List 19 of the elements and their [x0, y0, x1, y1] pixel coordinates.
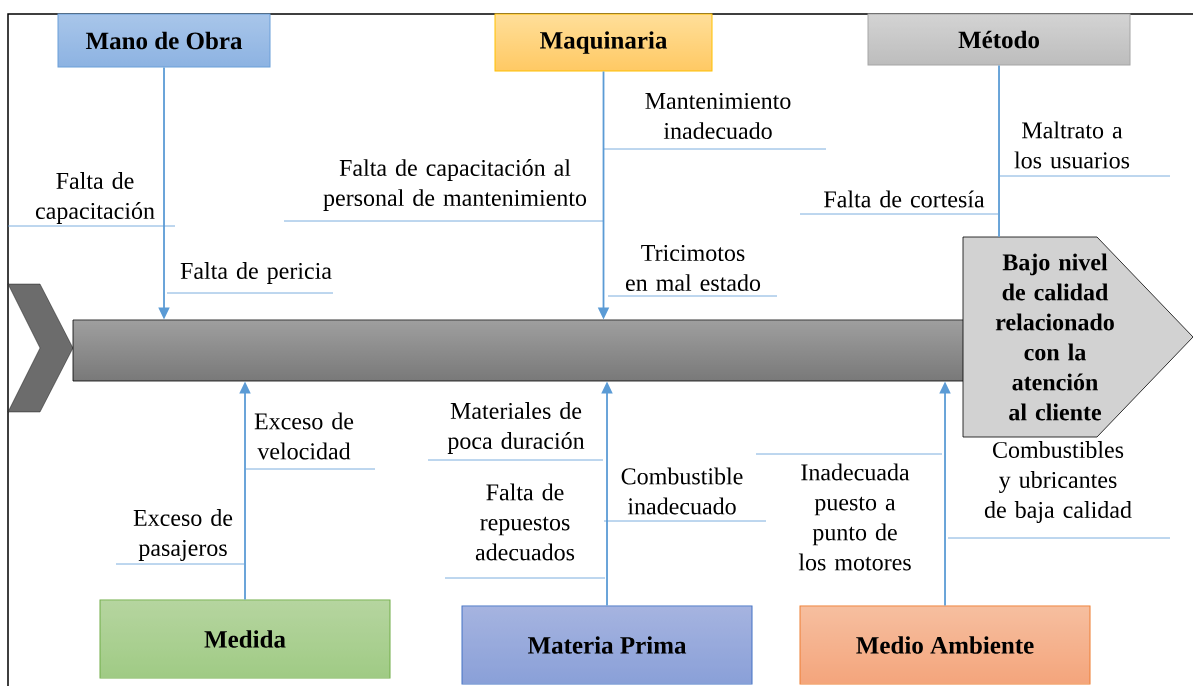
- cause-label: Falta de pericia: [166, 262, 334, 294]
- cause-label: Falta de capacitación: [7, 172, 176, 227]
- cause-label: Combustibles y ubricantes de baja calidad: [947, 441, 1171, 539]
- cause-label: Materiales de poca duración: [427, 402, 604, 461]
- cause-label: Exceso de velocidad: [245, 412, 376, 470]
- cause-label: Maltrato a los usuarios: [999, 121, 1171, 177]
- cause-label: Exceso de pasajeros: [115, 509, 245, 565]
- category-box: Medio Ambiente: [799, 605, 1091, 685]
- cause-label: Falta de capacitación al personal de mantenimiento: [283, 159, 604, 222]
- cause-label: Tricimotos en mal estado: [607, 244, 778, 297]
- effect-arrow-box: Bajo nivel de calidad relacionado con la atención al cliente: [962, 236, 1193, 438]
- cause-label: Falta de cortesía: [799, 190, 999, 215]
- category-box: Método: [867, 13, 1131, 66]
- category-box: Materia Prima: [461, 605, 753, 685]
- cause-label: Mantenimiento inadecuado: [602, 92, 827, 150]
- category-box: Medida: [99, 599, 391, 679]
- cause-label: Falta de repuestos adecuados: [444, 483, 606, 579]
- category-box: Maquinaria: [494, 13, 713, 72]
- category-box: Mano de Obra: [57, 13, 271, 68]
